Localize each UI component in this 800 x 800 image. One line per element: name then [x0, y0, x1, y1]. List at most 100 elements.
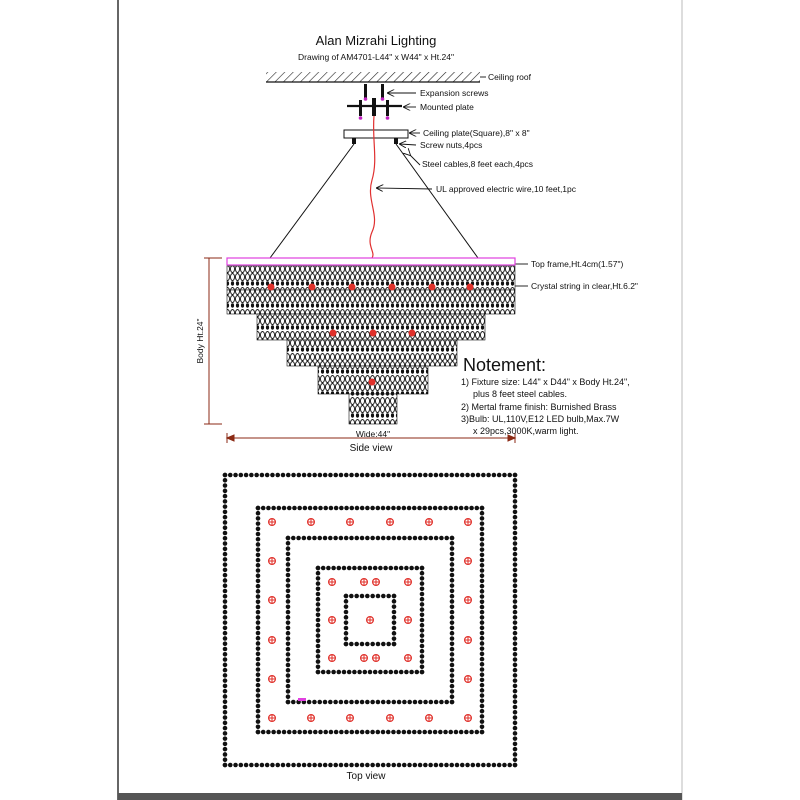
crystal-bead	[449, 593, 455, 599]
crystal-bead	[479, 516, 485, 521]
crystal-bead	[401, 505, 407, 511]
crystal-bead	[339, 729, 344, 735]
crystal-bead	[222, 646, 228, 652]
crystal-bead	[281, 505, 287, 511]
crystal-bead	[315, 643, 321, 649]
crystal-bead	[255, 661, 261, 667]
crystal-bead	[315, 638, 321, 644]
crystal-bead	[343, 599, 349, 604]
crystal-bead	[402, 535, 407, 541]
crystal-bead	[222, 499, 228, 504]
side-view-chandelier	[226, 257, 516, 425]
note-line-5: x 29pcs,3000K,warm light.	[473, 426, 579, 436]
bulb-marker	[307, 713, 316, 722]
crystal-bead	[222, 741, 228, 747]
crystal-bead	[255, 719, 261, 724]
note-line-3: 2) Mertal frame finish: Burnished Brass	[461, 402, 617, 412]
crystal-bead	[349, 762, 354, 768]
crystal-bead	[475, 472, 481, 478]
crystal-bead	[512, 477, 518, 483]
crystal-bead	[285, 578, 291, 583]
notes-block: Notement: 1) Fixture size: L44" x D44" x…	[461, 355, 630, 436]
crystal-bead	[393, 669, 399, 675]
crystal-bead	[449, 683, 455, 689]
crystal-bead	[512, 667, 518, 673]
crystal-tier-1b	[226, 289, 516, 315]
crystal-bead	[512, 699, 518, 705]
crystal-bead	[343, 636, 349, 641]
crystal-bead	[449, 694, 455, 700]
crystal-bead	[380, 729, 386, 735]
crystal-bead	[396, 472, 402, 478]
crystal-bead	[370, 641, 375, 647]
crystal-bead	[222, 572, 228, 578]
crystal-bead	[479, 583, 485, 589]
crystal-bead	[449, 762, 455, 768]
crystal-bead	[419, 643, 425, 649]
crystal-bead	[469, 729, 474, 735]
crystal-bead	[315, 659, 321, 664]
crystal-bead	[419, 586, 425, 592]
crystal-bead	[512, 488, 518, 494]
crystal-bead	[453, 729, 459, 735]
bulb-marker	[464, 674, 473, 683]
crystal-bead	[222, 704, 228, 710]
crystal-bead	[396, 505, 401, 511]
crystal-bead	[380, 762, 386, 768]
crystal-bead	[491, 472, 497, 478]
crystal-bead	[222, 736, 228, 741]
bulb-marker	[268, 517, 277, 526]
crystal-bead	[391, 699, 397, 705]
crystal-bead	[255, 578, 261, 584]
crystal-bead	[391, 620, 397, 625]
crystal-bead	[318, 729, 323, 735]
crystal-bead	[512, 636, 518, 641]
crystal-bead	[479, 703, 485, 709]
crystal-bead	[285, 683, 291, 689]
crystal-bead	[359, 593, 365, 599]
crystal-bead	[255, 682, 261, 688]
crystal-bead	[469, 505, 474, 511]
crystal-bead	[417, 729, 422, 735]
crystal-bead	[255, 568, 261, 573]
crystal-bead	[479, 505, 485, 511]
bulb-marker	[268, 674, 277, 683]
crystal-bead	[343, 604, 349, 609]
crystal-bead	[512, 609, 518, 615]
crystal-bead	[296, 472, 302, 478]
crystal-bead	[507, 472, 513, 478]
crystal-bead	[449, 583, 455, 588]
crystal-bead	[496, 472, 502, 478]
crystal-bead	[255, 651, 261, 657]
crystal-bead	[479, 698, 485, 704]
crystal-bead	[432, 729, 438, 735]
crystal-bead	[255, 589, 261, 594]
callout-steel-cables: Steel cables,8 feet each,4pcs	[422, 159, 533, 169]
crystal-bead	[479, 656, 485, 662]
crystal-bead	[222, 678, 228, 683]
crystal-tier-5	[348, 393, 398, 425]
crystal-bead	[222, 593, 228, 599]
crystal-bead	[354, 641, 359, 647]
crystal-bead	[354, 472, 360, 478]
crystal-bead	[458, 505, 464, 511]
crystal-bead	[404, 669, 409, 675]
crystal-bead	[331, 565, 336, 571]
bulb-marker	[360, 577, 369, 586]
crystal-bead	[328, 729, 334, 735]
frame-marker	[298, 698, 306, 701]
crystal-bead	[433, 699, 439, 705]
bulb-marker	[425, 517, 434, 526]
crystal-bead	[255, 609, 261, 615]
crystal-bead	[409, 565, 414, 571]
crystal-bead	[391, 505, 396, 511]
crystal-bead	[317, 762, 323, 768]
crystal-bead	[341, 669, 347, 675]
bulb-marker	[386, 713, 395, 722]
crystal-bead	[502, 762, 507, 768]
crystal-bead	[301, 472, 307, 478]
crystal-bead	[479, 651, 485, 657]
crystal-bead	[417, 472, 423, 478]
crystal-bead	[320, 669, 326, 675]
crystal-bead	[453, 505, 459, 511]
